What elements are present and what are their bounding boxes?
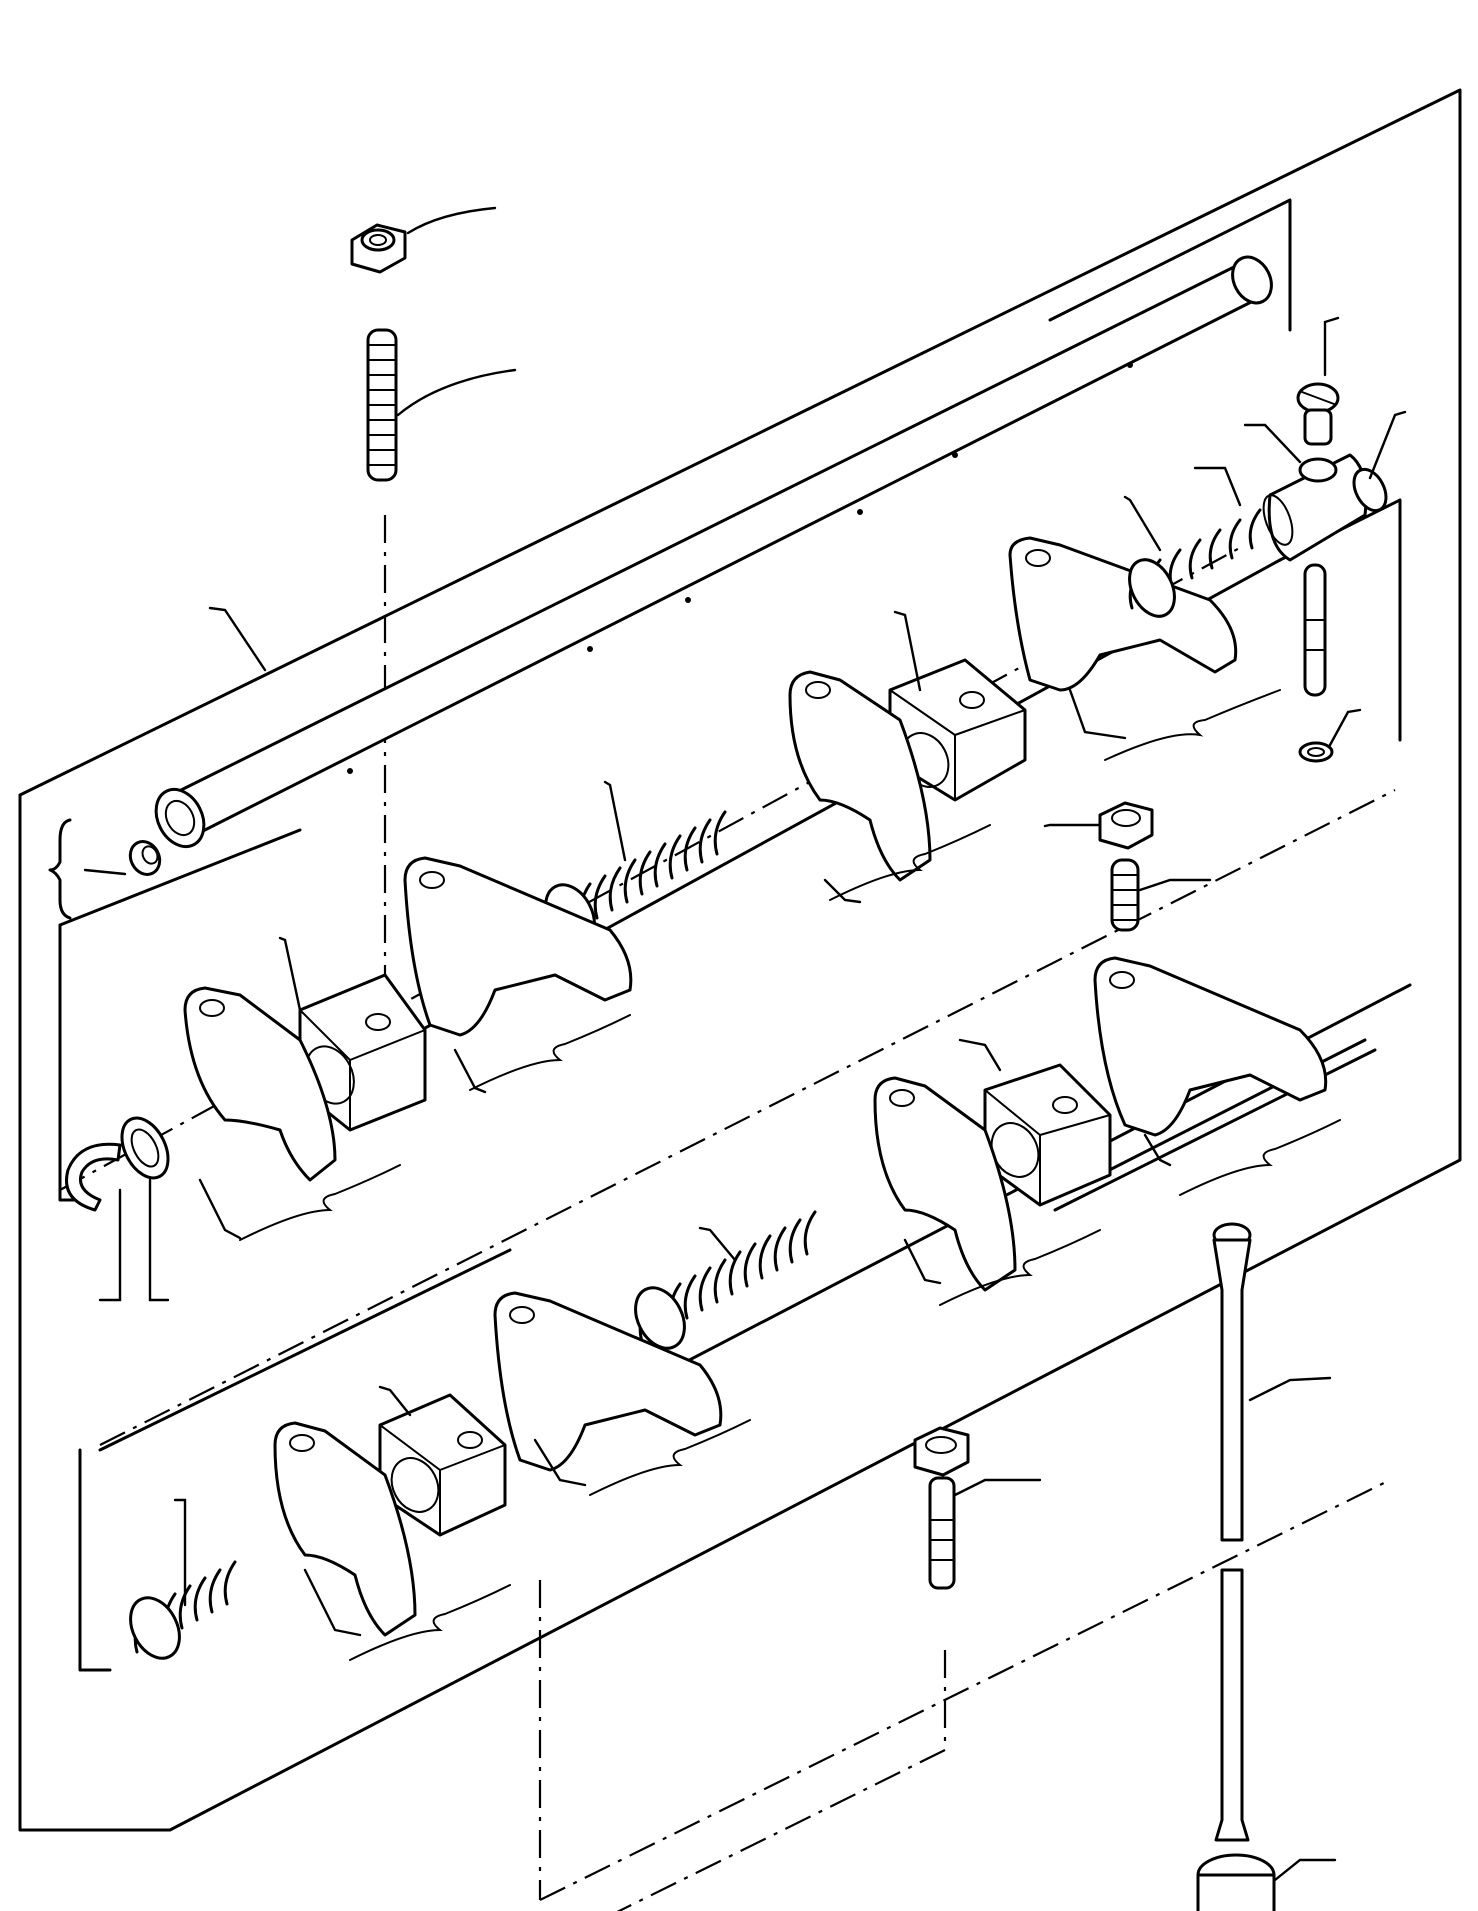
support-bolt: [913, 1426, 970, 1590]
stud: [366, 328, 398, 482]
lock-nut: [1098, 801, 1154, 850]
rocker-arm: [493, 1291, 723, 1472]
rocker-arm: [273, 1421, 417, 1637]
leader-lines: [83, 206, 1407, 1882]
push-rod: [1212, 1222, 1252, 1842]
oil-tube: [1303, 563, 1327, 697]
rocker-arm: [788, 670, 932, 882]
end-plug: [128, 840, 162, 876]
rocker-arm: [1093, 956, 1328, 1137]
shaft-screw: [1296, 382, 1340, 446]
tappet: [1196, 1853, 1276, 1911]
spacer-spring: [129, 1560, 237, 1660]
spacer-spring: [1128, 508, 1262, 618]
rocker-shaft: [154, 255, 1273, 849]
washer: [120, 1116, 170, 1180]
group-braces: [239, 689, 1341, 1661]
circlip: [65, 1142, 122, 1212]
rocker-arm: [873, 1076, 1017, 1292]
assembly-frame-lines: [18, 88, 1462, 1832]
rocker-arm: [183, 986, 337, 1182]
end-plug-brace: [48, 818, 72, 920]
spacer-spring: [634, 1210, 817, 1350]
rocker-arm: [1008, 536, 1238, 692]
nut: [350, 223, 407, 274]
sealing-washer: [1298, 741, 1334, 763]
adjusting-screw: [1110, 858, 1140, 932]
shaft-fitting: [1262, 453, 1388, 562]
rocker-arm: [403, 856, 633, 1037]
shaft-support: [378, 1393, 507, 1537]
